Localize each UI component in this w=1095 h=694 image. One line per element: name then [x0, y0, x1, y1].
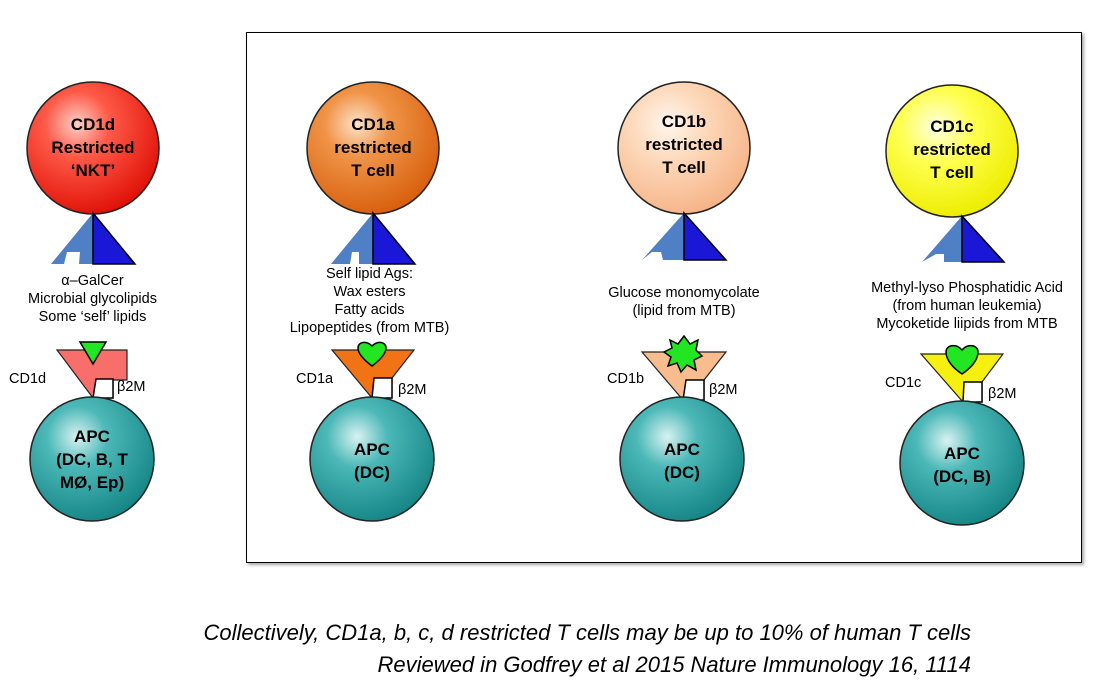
apc-label: APC (DC)	[322, 438, 422, 484]
antigen-line: (lipid from MTB)	[632, 303, 736, 319]
cd1b-cell-label: CD1b restricted T cell	[629, 110, 739, 179]
apc-cell	[619, 396, 745, 522]
apc-label: APC (DC)	[632, 438, 732, 484]
cell-label-line: T cell	[351, 161, 395, 180]
apc-label-line: APC	[354, 440, 390, 459]
cell-label-line: CD1a	[351, 115, 395, 134]
glucose-monomycolate-ligand	[662, 334, 704, 374]
cd1a-label: CD1a	[296, 371, 334, 387]
antigen-line: Methyl-lyso Phosphatidic Acid	[871, 280, 1063, 296]
cd1b-molecule	[640, 334, 728, 401]
cd1c-label: CD1c	[885, 375, 922, 391]
cell-label-line: restricted	[645, 135, 723, 154]
cell-label-line: restricted	[334, 138, 412, 157]
cd1a-molecule	[330, 341, 416, 399]
tcr-receptor	[642, 211, 728, 261]
cell-label-line: Restricted	[51, 138, 135, 157]
panel-cd1a	[306, 81, 440, 522]
alpha-galcer-ligand	[78, 341, 108, 366]
b2m-label: β2M	[988, 386, 1017, 402]
cd1c-t-cell	[885, 84, 1019, 218]
antigen-line: Some ‘self’ lipids	[38, 309, 147, 325]
antigen-line: α–GalCer	[61, 273, 124, 289]
antigen-line: Mycoketide liipids from MTB	[876, 316, 1058, 332]
cell-label-line: CD1d	[70, 115, 116, 134]
apc-cell	[29, 396, 155, 522]
cell-label-line: T cell	[662, 158, 706, 177]
b2m-label: β2M	[709, 382, 738, 398]
apc-label-line: APC	[944, 444, 980, 463]
cell-label-line: CD1c	[930, 117, 974, 136]
apc-label: APC (DC, B, T MØ, Ep)	[37, 425, 147, 494]
cd1c-antigens: Methyl-lyso Phosphatidic Acid (from huma…	[849, 279, 1085, 333]
antigen-line: Fatty acids	[334, 302, 405, 318]
b2m-label: β2M	[117, 379, 146, 395]
b2m-label: β2M	[398, 382, 427, 398]
apc-label: APC (DC, B)	[912, 442, 1012, 488]
cd1b-antigens: Glucose monomycolate (lipid from MTB)	[584, 284, 784, 320]
antigen-line: Glucose monomycolate	[608, 285, 760, 301]
antigen-line: Self lipid Ags:	[325, 266, 414, 282]
cd1c-molecule	[919, 344, 1005, 403]
caption-line-2: Reviewed in Godfrey et al 2015 Nature Im…	[377, 652, 971, 677]
apc-label-line: (DC)	[664, 463, 700, 482]
apc-label-line: MØ, Ep)	[59, 473, 125, 492]
cd1a-cell-label: CD1a restricted T cell	[318, 113, 428, 182]
antigen-line: Wax esters	[333, 284, 406, 300]
panel-cd1b	[617, 81, 751, 522]
antigen-line: Microbial glycolipids	[28, 291, 157, 307]
cd1b-label: CD1b	[607, 371, 645, 387]
apc-label-line: APC	[664, 440, 700, 459]
apc-label-line: (DC, B, T	[56, 450, 128, 469]
cd1d-label: CD1d	[9, 371, 47, 387]
cd1d-antigens: α–GalCer Microbial glycolipids Some ‘sel…	[0, 272, 185, 326]
tcr-receptor	[331, 210, 417, 265]
cd1a-antigens: Self lipid Ags: Wax esters Fatty acids L…	[262, 265, 477, 337]
antigen-line: (from human leukemia)	[892, 298, 1042, 314]
apc-cell	[309, 396, 435, 522]
panel-cd1c	[885, 84, 1025, 526]
cell-label-line: ‘NKT’	[70, 161, 116, 180]
apc-cell	[899, 400, 1025, 526]
panel-cd1d	[26, 81, 160, 522]
cd1abc-panel-frame	[246, 32, 1082, 563]
apc-label-line: (DC)	[354, 463, 390, 482]
apc-label-line: (DC, B)	[933, 467, 991, 486]
cell-label-line: CD1b	[661, 112, 707, 131]
antigen-line: Lipopeptides (from MTB)	[289, 320, 450, 336]
mycoketide-ligand-heart	[945, 344, 979, 375]
cell-label-line: T cell	[930, 163, 974, 182]
cell-label-line: restricted	[913, 140, 991, 159]
lipid-ligand-heart	[357, 341, 387, 367]
tcr-receptor	[922, 214, 1006, 263]
tcr-receptor	[51, 210, 137, 265]
nkt-cell-label: CD1d Restricted ‘NKT’	[43, 113, 143, 182]
cd1c-cell-label: CD1c restricted T cell	[897, 115, 1007, 184]
apc-label-line: APC	[74, 427, 110, 446]
caption-line-1: Collectively, CD1a, b, c, d restricted T…	[203, 620, 971, 645]
